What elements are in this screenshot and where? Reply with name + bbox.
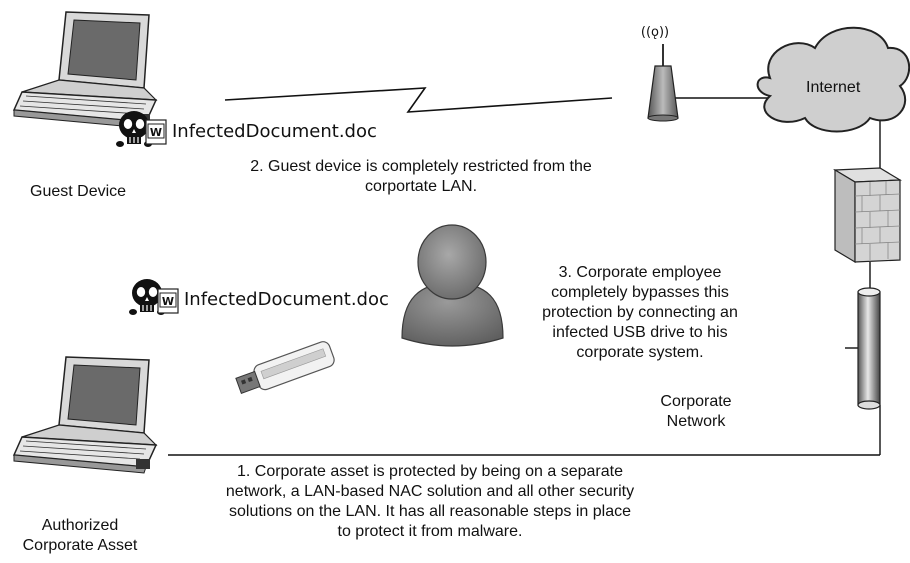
guest-laptop-icon bbox=[12, 11, 158, 129]
skull-icon bbox=[129, 279, 165, 315]
employee-person-icon bbox=[401, 224, 504, 347]
internet-cloud-icon bbox=[756, 26, 910, 133]
svg-text:W: W bbox=[150, 126, 162, 139]
note-1-line: solutions on the LAN. It has all reasona… bbox=[228, 503, 632, 520]
skull-icon bbox=[116, 111, 152, 147]
network-cylinder-icon bbox=[857, 287, 881, 410]
svg-text:W: W bbox=[162, 295, 174, 308]
note-2-line: corportate LAN. bbox=[364, 178, 478, 195]
note-3-line: infected USB drive to his bbox=[552, 324, 728, 341]
note-1-line: to protect it from malware. bbox=[337, 523, 523, 540]
usb-infected-file-label: InfectedDocument.doc bbox=[184, 289, 389, 310]
firewall-icon bbox=[832, 167, 903, 264]
note-2-line: 2. Guest device is completely restricted… bbox=[250, 158, 592, 175]
internet-label: Internet bbox=[806, 79, 861, 96]
note-3: 3. Corporate employee completely bypasse… bbox=[520, 263, 760, 363]
authorized-asset-label-line2: Corporate Asset bbox=[22, 537, 138, 554]
word-document-icon: W bbox=[145, 119, 167, 145]
usb-drive-icon bbox=[235, 341, 335, 394]
guest-infected-file-label: InfectedDocument.doc bbox=[172, 121, 377, 142]
note-3-line: completely bypasses this bbox=[551, 284, 729, 301]
authorized-asset-label-line1: Authorized bbox=[41, 517, 119, 534]
svg-text:((ǫ)): ((ǫ)) bbox=[641, 25, 669, 40]
corporate-network-label-line2: Network bbox=[666, 413, 726, 430]
wireless-link bbox=[224, 87, 613, 113]
note-2: 2. Guest device is completely restricted… bbox=[206, 157, 636, 197]
corporate-network-label-line1: Corporate bbox=[660, 393, 732, 410]
note-1: 1. Corporate asset is protected by being… bbox=[195, 462, 665, 542]
wireless-antenna-icon: ((ǫ)) bbox=[641, 25, 679, 122]
note-3-line: protection by connecting an bbox=[542, 304, 738, 321]
word-document-icon: W bbox=[157, 288, 179, 314]
note-3-line: corporate system. bbox=[576, 344, 704, 361]
guest-device-label: Guest Device bbox=[30, 183, 127, 200]
note-1-line: network, a LAN-based NAC solution and al… bbox=[225, 483, 635, 500]
note-3-line: 3. Corporate employee bbox=[558, 264, 722, 281]
corporate-network-label: Corporate Network bbox=[636, 392, 756, 432]
note-1-line: 1. Corporate asset is protected by being… bbox=[236, 463, 623, 480]
corporate-laptop-icon bbox=[12, 356, 158, 474]
authorized-asset-label: Authorized Corporate Asset bbox=[0, 516, 160, 556]
